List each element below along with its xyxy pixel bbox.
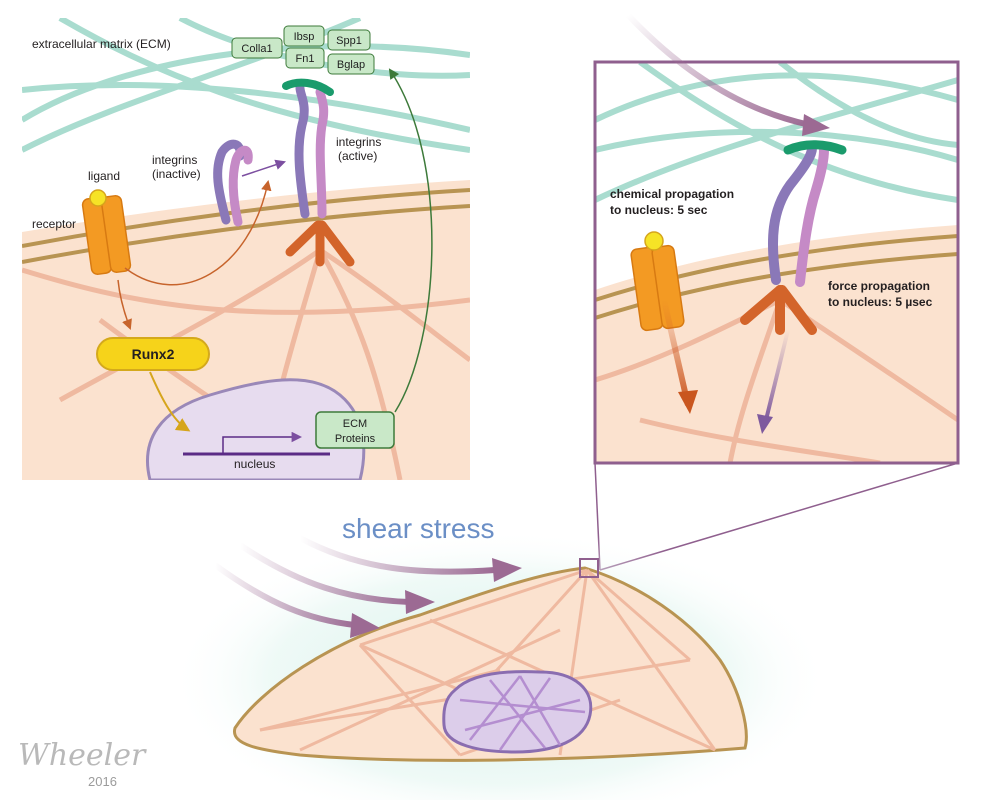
receptor	[81, 195, 132, 275]
shear-arrows	[213, 535, 522, 638]
focal-adhesion-anchor	[285, 220, 355, 267]
runx2-label: Runx2	[132, 346, 175, 362]
nucleus-label: nucleus	[234, 457, 275, 471]
zoom-anchor	[740, 285, 817, 335]
signaling-inset: Runx2 ECM Proteins Colla1 Ibsp Spp1 Fn1 …	[22, 18, 470, 480]
ecm-proteins-line-1: ECM	[343, 418, 367, 430]
ecm-proteins-secretion-arrow	[388, 68, 433, 413]
zoom-ligand-dot	[644, 231, 664, 251]
zoom-panel: chemical propagation to nucleus: 5 sec f…	[595, 62, 958, 463]
gene-spp1: Spp1	[336, 35, 362, 47]
gene-bglap: Bglap	[337, 59, 365, 71]
artist-signature: Wheeler 2016	[18, 738, 147, 789]
force-arrowhead	[757, 414, 773, 434]
ecm-proteins-box: ECM Proteins	[315, 411, 395, 449]
force-label-line-2: to nucleus: 5 µsec	[828, 295, 933, 309]
zoom-ecm-fibers	[595, 62, 958, 203]
nucleus-fibers	[459, 675, 586, 751]
ligand-dot	[89, 189, 107, 207]
integrin-inactive	[213, 139, 253, 227]
gene-boxes: Colla1 Ibsp Spp1 Fn1 Bglap	[231, 25, 375, 75]
chemical-propagation-arrow	[661, 299, 691, 406]
receptor-to-runx2-arrow	[117, 279, 132, 330]
chemical-arrowhead	[678, 390, 698, 414]
transcription-arrow	[222, 431, 303, 454]
ligand-label: ligand	[88, 169, 120, 183]
force-propagation-arrow	[764, 329, 790, 421]
zoom-region-marker	[579, 558, 599, 578]
ecm-proteins-line-2: Proteins	[335, 433, 376, 445]
integrins-active-line-1: integrins	[336, 135, 381, 149]
ecm-binding-site	[282, 78, 334, 96]
zoom-binding-site	[783, 140, 847, 155]
integrins-inactive-line-1: integrins	[152, 153, 197, 167]
shear-stress-label: shear stress	[342, 513, 495, 544]
gene-ibsp: Ibsp	[294, 31, 315, 43]
zoom-receptor	[630, 244, 685, 332]
shear-arrow-top	[625, 12, 811, 128]
signature-name: Wheeler	[18, 738, 147, 773]
zoom-integrin	[768, 143, 829, 287]
integrins-active-line-2: (active)	[338, 149, 377, 163]
chemical-label-line-2: to nucleus: 5 sec	[610, 203, 708, 217]
membrane-inner	[22, 204, 470, 264]
receptor-label: receptor	[32, 217, 76, 231]
runx2-to-dna-arrow	[149, 371, 191, 432]
activation-arrow	[241, 159, 286, 177]
zoom-frame	[593, 60, 960, 465]
ecm-label: extracellular matrix (ECM)	[32, 37, 171, 51]
cytoplasm	[22, 180, 470, 480]
integrin-active	[294, 83, 329, 219]
gene-colla1: Colla1	[241, 43, 272, 55]
gene-fn1: Fn1	[296, 53, 315, 65]
chemical-label-line-1: chemical propagation	[610, 187, 734, 201]
signature-year: 2016	[88, 774, 117, 789]
runx2-box: Runx2	[96, 337, 210, 371]
integrins-inactive-line-2: (inactive)	[152, 167, 201, 181]
force-label-line-1: force propagation	[828, 279, 930, 293]
shear-arrowhead-top	[802, 114, 830, 136]
receptor-to-integrin-arrow	[124, 179, 272, 286]
